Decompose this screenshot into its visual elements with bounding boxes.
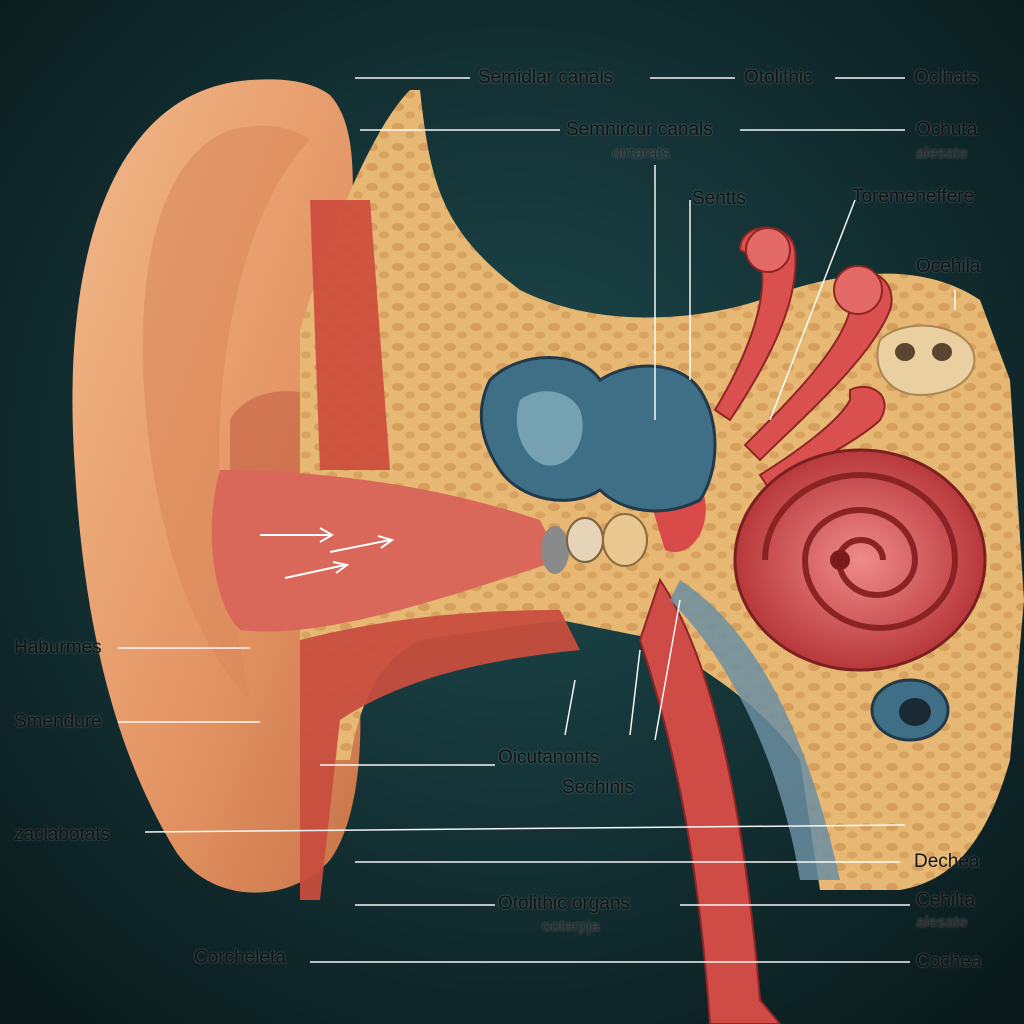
label-ocehila: Ocehila [916, 256, 981, 277]
label-corcheleta: Corcheleta [194, 947, 286, 968]
ear-canal-wall-bottom [300, 610, 580, 900]
label-semicircular-canals-top: Semidlar canals [478, 67, 614, 88]
label-toremeneffere: Toremeneffere [852, 186, 975, 207]
label-sentts: Sentts [692, 188, 746, 209]
bone-ring-hole-2 [932, 343, 952, 361]
label-oclhats: Oclhats [914, 67, 979, 88]
auditory-nerve [670, 580, 840, 880]
cochlea [733, 448, 987, 672]
pinna-inner-fold [142, 125, 310, 701]
label-oicutanonts: Oicutanonts [498, 747, 600, 768]
semicircular-canal-2 [743, 270, 893, 462]
vestibule-inner [516, 391, 583, 466]
label-otolithic-top: Otolithic [744, 67, 813, 88]
canal-1-end [745, 227, 791, 273]
label-zaclabotats: zaclabotats [14, 824, 111, 845]
label-smendure: Smendure [14, 711, 102, 732]
label-dechea: Dechea [914, 851, 980, 872]
label-cehilta: Cehilta [916, 890, 976, 911]
label-oirtarats: oirtarats [612, 145, 670, 162]
label-otolithic-organs: Otolithic organs [498, 893, 631, 914]
label-haburmes: Haburmes [14, 637, 102, 658]
ear-canal-wall-top [310, 200, 390, 470]
label-ochuta: Ochuta [916, 119, 978, 140]
malleus [566, 517, 604, 563]
ear-canal [211, 470, 560, 632]
label-semicircular-canals-mid: Semnircur canals [566, 119, 713, 140]
round-window-inner [899, 698, 931, 726]
incus [602, 513, 648, 567]
label-alesate-top: alesate [916, 145, 968, 162]
label-sechinis: Sechinis [562, 777, 634, 798]
sound-arrows [260, 527, 395, 579]
bone-ring-hole-1 [895, 343, 915, 361]
bone-ring [876, 324, 976, 397]
label-alesate-bottom: alesate [916, 914, 968, 931]
eardrum [541, 526, 569, 574]
label-cochea: Cochea [916, 951, 982, 972]
canal-2-end [833, 265, 883, 315]
leader-lines [118, 77, 956, 963]
eustachian-tube [638, 577, 782, 1024]
vestibule [479, 356, 717, 513]
label-ooterpja: ooterpja [542, 918, 600, 935]
